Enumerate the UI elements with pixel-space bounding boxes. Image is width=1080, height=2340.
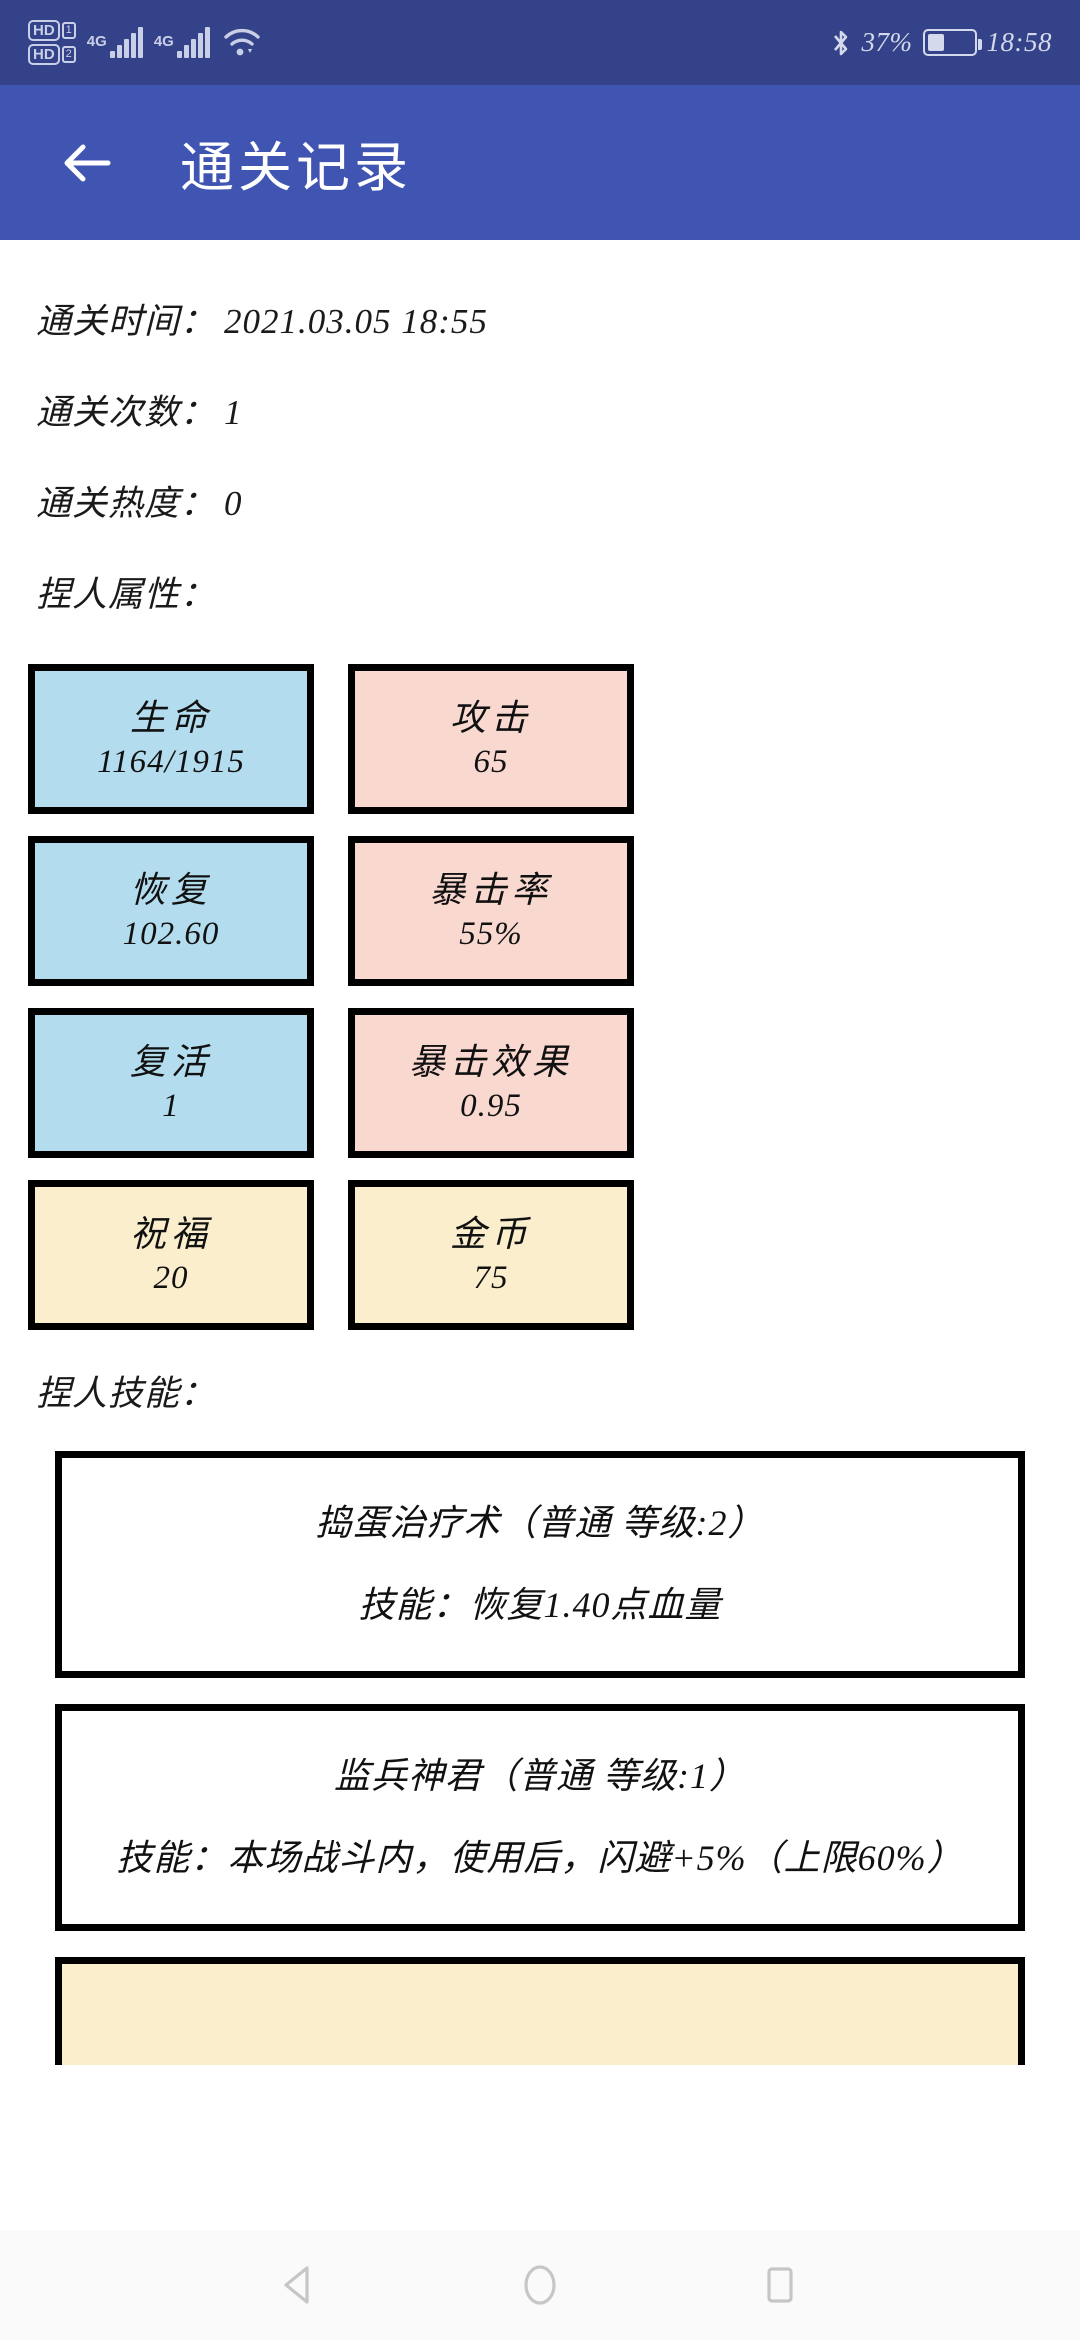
stat-card-crit-damage[interactable]: 暴击效果 0.95	[348, 1008, 634, 1158]
stat-card-revive[interactable]: 复活 1	[28, 1008, 314, 1158]
hd1-badge: HD 1	[28, 20, 76, 41]
stat-card-crit-rate[interactable]: 暴击率 55%	[348, 836, 634, 986]
info-label: 通关时间：	[36, 302, 217, 341]
section-label-skills: 捏人技能：	[36, 1374, 217, 1413]
stat-name: 复活	[129, 1041, 212, 1082]
system-navigation-bar	[0, 2230, 1080, 2340]
info-label: 通关次数：	[36, 393, 217, 432]
nav-home-circle-icon[interactable]	[508, 2253, 572, 2317]
section-label-skills-wrap: 捏人技能：	[0, 1376, 1080, 1411]
sim1-label: 1	[61, 22, 76, 39]
stat-name: 攻击	[449, 697, 532, 738]
info-row-clear-heat: 通关热度：0	[0, 486, 1080, 521]
skills-list: 捣蛋治疗术（普通 等级:2） 技能：恢复1.40点血量 监兵神君（普通 等级:1…	[0, 1451, 1080, 2066]
status-bar-left: HD 1 HD 2 4G 4G	[28, 20, 261, 65]
stat-name: 暴击率	[429, 869, 553, 910]
skill-card[interactable]: 捣蛋治疗术（普通 等级:2） 技能：恢复1.40点血量	[55, 1451, 1025, 1679]
stat-card-gold[interactable]: 金币 75	[348, 1180, 634, 1330]
stat-value: 1	[162, 1087, 180, 1124]
network-type-label: 4G	[153, 32, 174, 50]
info-label: 通关热度：	[36, 484, 217, 523]
status-bar-right: 37% 18:58	[830, 27, 1053, 58]
skill-title: 捣蛋治疗术（普通 等级:2）	[315, 1503, 765, 1543]
bluetooth-icon	[830, 28, 852, 58]
wifi-icon	[223, 28, 261, 58]
content-area: 通关时间：2021.03.05 18:55 通关次数：1 通关热度：0 捏人属性…	[0, 240, 1080, 2066]
signal-bars-icon	[109, 26, 143, 58]
page-title: 通关记录	[180, 138, 412, 198]
attributes-grid: 生命 1164/1915 攻击 65 恢复 102.60 暴击率 55% 复活 …	[0, 664, 1080, 1330]
section-label-attributes: 捏人属性：	[36, 575, 217, 614]
stat-value: 1164/1915	[97, 743, 245, 780]
skill-title: 监兵神君（普通 等级:1）	[334, 1756, 746, 1797]
stat-value: 55%	[459, 915, 523, 952]
network-type-label: 4G	[86, 32, 107, 50]
status-bar: HD 1 HD 2 4G 4G	[0, 0, 1080, 85]
info-value: 2021.03.05 18:55	[224, 302, 488, 341]
signal-bars-icon	[176, 26, 210, 58]
stat-value: 75	[473, 1259, 509, 1296]
battery-icon	[922, 29, 982, 56]
nav-recents-square-icon[interactable]	[748, 2253, 812, 2317]
stat-value: 0.95	[460, 1087, 522, 1124]
stat-card-blessing[interactable]: 祝福 20	[28, 1180, 314, 1330]
info-row-clear-time: 通关时间：2021.03.05 18:55	[0, 304, 1080, 339]
stat-card-attack[interactable]: 攻击 65	[348, 664, 634, 814]
arrow-left-icon[interactable]	[58, 134, 116, 192]
skill-card-partial[interactable]	[55, 1957, 1025, 2066]
battery-percent: 37%	[861, 27, 913, 57]
info-row-clear-count: 通关次数：1	[0, 395, 1080, 430]
clock: 18:58	[986, 27, 1052, 57]
stat-value: 20	[153, 1259, 189, 1296]
signal-sim1: 4G	[86, 26, 143, 58]
stat-name: 暴击效果	[408, 1041, 573, 1082]
skill-description: 技能：本场战斗内，使用后，闪避+5%（上限60%）	[116, 1837, 964, 1878]
app-bar: 通关记录	[0, 85, 1080, 240]
signal-sim2: 4G	[153, 26, 210, 58]
info-value: 0	[224, 484, 243, 523]
stat-value: 102.60	[122, 915, 220, 952]
skill-card[interactable]: 监兵神君（普通 等级:1） 技能：本场战斗内，使用后，闪避+5%（上限60%）	[55, 1704, 1025, 1932]
stat-card-recovery[interactable]: 恢复 102.60	[28, 836, 314, 986]
stat-name: 祝福	[129, 1213, 212, 1254]
stat-name: 金币	[449, 1213, 532, 1254]
hd2-badge: HD 2	[28, 44, 76, 65]
skill-description: 技能：恢复1.40点血量	[358, 1584, 722, 1625]
stat-name: 生命	[129, 697, 212, 738]
sim2-label: 2	[61, 46, 76, 63]
volte-indicators: HD 1 HD 2	[28, 20, 76, 65]
stat-value: 65	[473, 743, 509, 780]
info-value: 1	[224, 393, 243, 432]
nav-back-triangle-icon[interactable]	[268, 2253, 332, 2317]
stat-card-life[interactable]: 生命 1164/1915	[28, 664, 314, 814]
hd-icon: HD	[28, 20, 60, 41]
stat-name: 恢复	[129, 869, 212, 910]
hd-icon: HD	[28, 44, 60, 65]
